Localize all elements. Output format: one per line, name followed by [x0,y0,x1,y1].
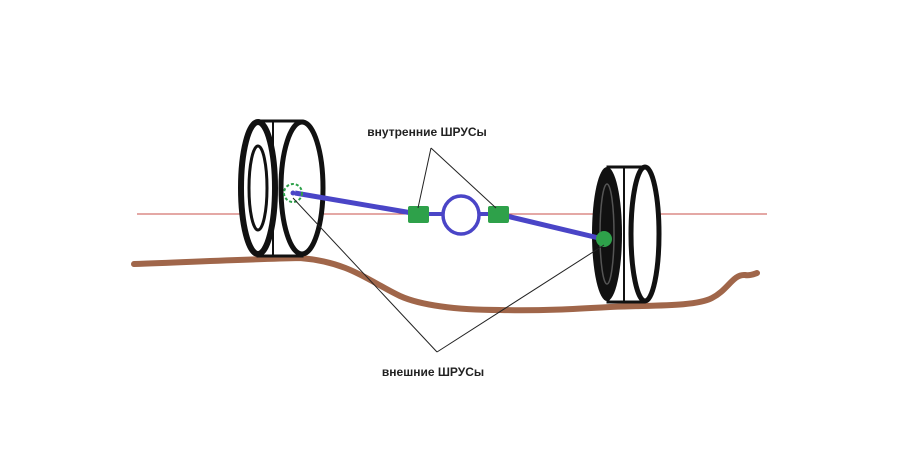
inner-cv-joint-left [408,206,429,223]
ground-line [131,255,760,314]
inner-cv-joint-right [488,206,509,223]
right-drive-shaft [497,211,604,242]
left-tire-face [238,119,278,257]
differential [441,194,481,236]
outer-joints-leader-lines [292,197,605,353]
right-outer-hub [628,164,662,304]
outer-cv-joint-left [283,183,303,203]
left-drive-shaft [294,190,419,217]
left-wheel [238,119,326,258]
outer-joints-label: внешние ШРУСы [382,365,484,379]
left-outer-hub [278,119,326,257]
outer-cv-joint-right [596,231,612,247]
inner-joints-label: внутренние ШРУСы [367,125,487,139]
inner-joints-leader-lines [417,147,497,209]
